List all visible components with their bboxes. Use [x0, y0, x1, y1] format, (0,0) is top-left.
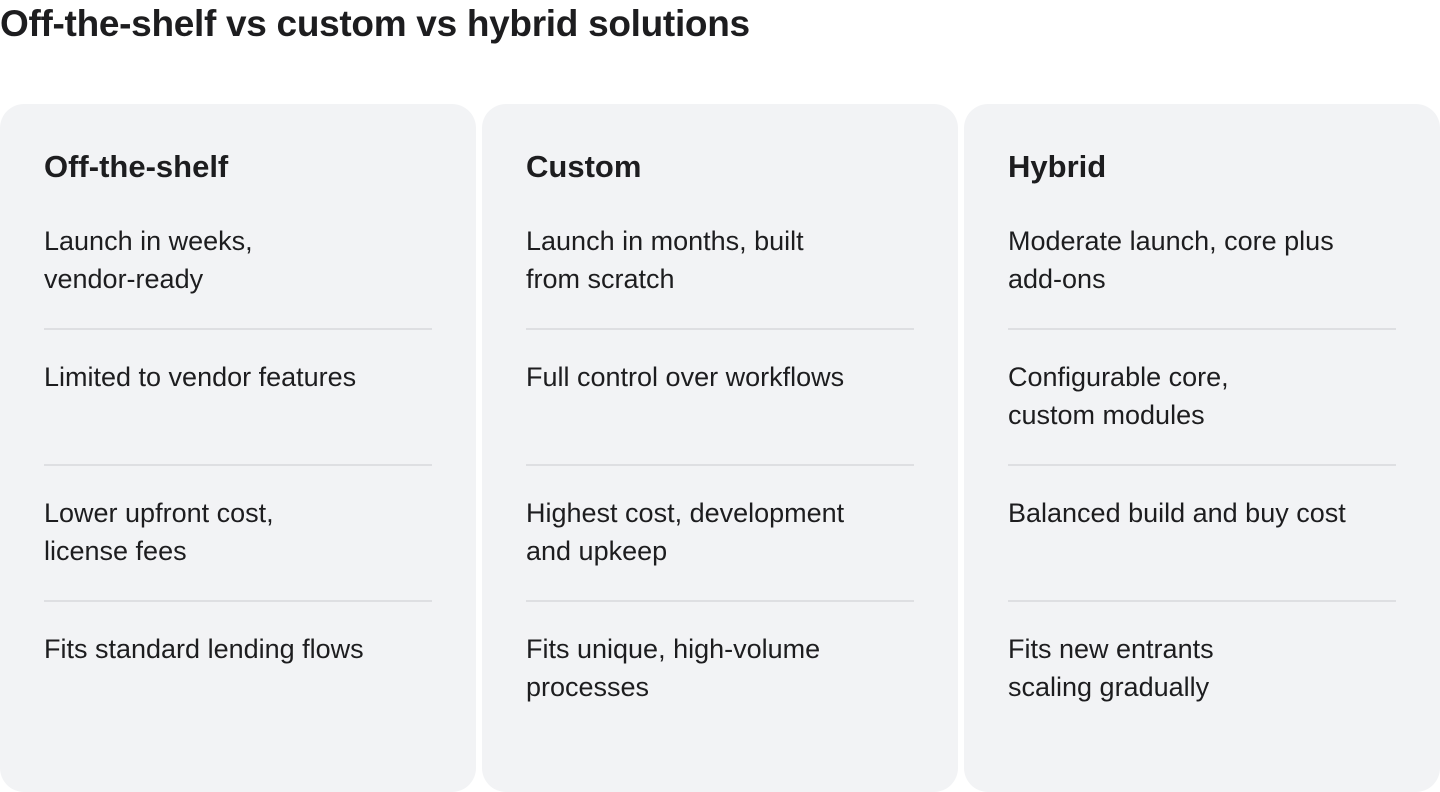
divider — [1008, 600, 1396, 602]
divider — [44, 464, 432, 466]
column-row-features: Full control over workflows — [526, 362, 845, 392]
column-row-features: Configurable core,custom modules — [1008, 362, 1229, 430]
divider — [1008, 328, 1396, 330]
comparison-columns: Off-the-shelf Launch in weeks,vendor-rea… — [0, 104, 1440, 792]
divider — [526, 328, 914, 330]
divider — [1008, 464, 1396, 466]
page-title: Off-the-shelf vs custom vs hybrid soluti… — [0, 3, 750, 44]
column-row-cost: Balanced build and buy cost — [1008, 498, 1346, 528]
column-row-features: Limited to vendor features — [44, 362, 357, 392]
column-title: Off-the-shelf — [44, 149, 229, 184]
divider — [44, 600, 432, 602]
divider — [526, 464, 914, 466]
divider — [526, 600, 914, 602]
column-row-fit: Fits standard lending flows — [44, 634, 364, 664]
column-row-launch: Launch in weeks,vendor-ready — [44, 226, 253, 294]
divider — [44, 328, 432, 330]
column-title: Hybrid — [1008, 149, 1107, 184]
column-title: Custom — [526, 149, 642, 184]
column-row-cost: Lower upfront cost,license fees — [44, 498, 274, 566]
column-off-the-shelf: Off-the-shelf Launch in weeks,vendor-rea… — [0, 104, 476, 792]
